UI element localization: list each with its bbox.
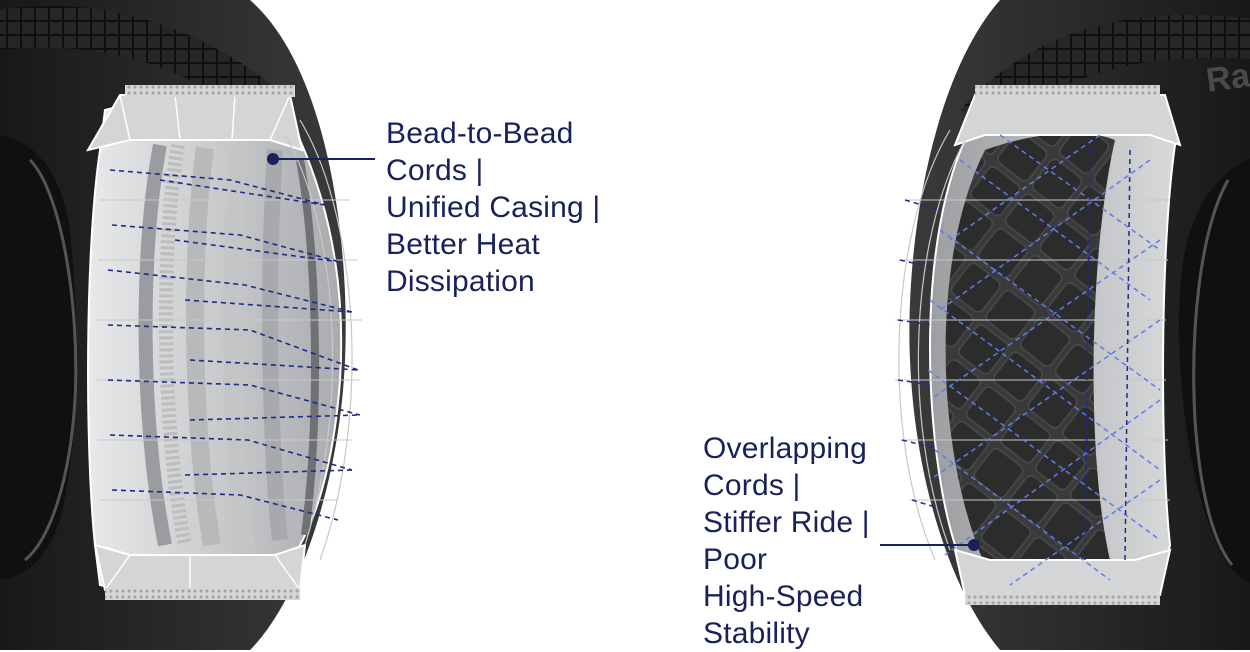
radial-leader-dot (267, 153, 279, 165)
bias-label-line: Cords | (703, 469, 801, 502)
radial-label-line: Better Heat (386, 228, 540, 261)
bias-label-line: High-Speed (703, 580, 864, 613)
radial-tire-opening (0, 135, 77, 580)
radial-tire-label: Bead-to-Bead Cords | Unified Casing | Be… (386, 115, 600, 300)
bias-leader-dot (968, 539, 980, 551)
bias-inner-liner (945, 133, 1115, 575)
radial-label-line: Cords | (386, 154, 484, 187)
radial-tire-illustration (0, 0, 375, 650)
bias-tire-illustration: Ra (880, 0, 1250, 650)
bias-label-line: Overlapping (703, 432, 867, 465)
radial-label-line: Dissipation (386, 265, 535, 298)
bias-label-line: Poor (703, 543, 768, 576)
sidewall-brand-text: Ra (1204, 56, 1250, 100)
bias-cord-lines (897, 134, 1161, 586)
bias-label-line: Stiffer Ride | (703, 506, 870, 539)
radial-cord-lines (107, 169, 361, 521)
bias-tire-label: Overlapping Cords | Stiffer Ride | Poor … (703, 430, 870, 652)
bias-label-line: Stability (703, 617, 810, 650)
radial-label-line: Unified Casing | (386, 191, 601, 224)
bias-tire-opening (1179, 158, 1250, 583)
radial-label-line: Bead-to-Bead (386, 117, 574, 150)
